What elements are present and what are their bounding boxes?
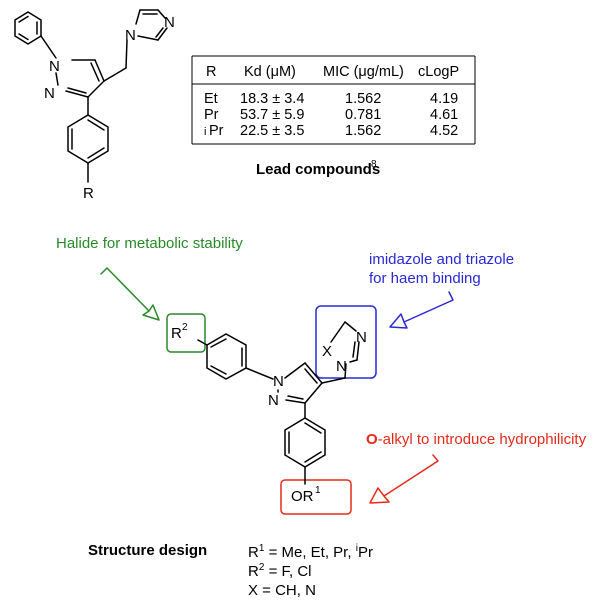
r2-definition-sup: 2 xyxy=(259,562,265,573)
design-atom-n4: N xyxy=(336,358,347,375)
table-cell-r-prefix: i xyxy=(204,126,206,138)
design-atom-x: X xyxy=(322,343,332,360)
haem-label-line2: for haem binding xyxy=(369,270,481,287)
design-atom-or1: OR xyxy=(291,488,314,505)
halide-arrow xyxy=(100,267,160,321)
haem-arrow xyxy=(389,291,454,329)
lead-linker xyxy=(103,39,128,82)
r2-highlight-box xyxy=(166,313,206,353)
design-definitions: R1 = Me, Et, Pr, iPr R2 = F, Cl X = CH, … xyxy=(248,543,373,599)
lead-atom-r: R xyxy=(83,185,94,202)
or1-highlight-box xyxy=(280,479,352,515)
lead-caption-ref: 8 xyxy=(371,159,377,170)
table-cell-r: Pr xyxy=(209,123,224,139)
haem-label-line1: imidazole and triazole xyxy=(369,251,514,268)
table-header-kd: Kd (μM) xyxy=(244,64,296,80)
table-cell-clogp: 4.19 xyxy=(430,91,458,107)
r2-definition-text: = F, Cl xyxy=(264,563,311,580)
table-cell-kd: 53.7 ± 5.9 xyxy=(240,107,304,123)
halide-label: Halide for metabolic stability xyxy=(56,235,243,252)
table-cell-mic: 1.562 xyxy=(345,91,381,107)
lead-atom-n1: N xyxy=(49,58,60,75)
lead-imidazole-ring xyxy=(135,9,168,41)
design-structure: R 2 N N xyxy=(171,321,367,505)
r2-definition-prefix: R xyxy=(248,563,259,580)
table-cell-r: Et xyxy=(204,91,218,107)
azole-highlight-box xyxy=(315,305,377,379)
r1-definition-tail: Pr xyxy=(358,544,373,561)
table-cell-mic: 1.562 xyxy=(345,123,381,139)
lead-atom-n3: N xyxy=(125,27,136,44)
x-definition: X = CH, N xyxy=(248,582,316,599)
design-title: Structure design xyxy=(88,542,207,559)
design-atom-or1-sup: 1 xyxy=(315,485,321,496)
r1-definition: R1 = Me, Et, Pr, iPr xyxy=(248,543,373,561)
table-header-r: R xyxy=(206,64,216,80)
design-azole-ring xyxy=(330,321,360,363)
design-phenyl-ring xyxy=(197,333,274,380)
oalkyl-label-rest: -alkyl to introduce hydrophilicity xyxy=(378,431,587,448)
table-header-clogp: cLogP xyxy=(418,64,459,80)
table-cell-r: Pr xyxy=(204,107,219,123)
lead-aryl-ring xyxy=(67,96,109,183)
table-cell-kd: 18.3 ± 3.4 xyxy=(240,91,304,107)
design-linker xyxy=(321,363,347,384)
design-atom-n3: N xyxy=(356,329,367,346)
table-cell-clogp: 4.52 xyxy=(430,123,458,139)
r2-definition: R2 = F, Cl xyxy=(248,562,312,580)
oalkyl-label-o: O xyxy=(366,431,378,448)
table-cell-mic: 0.781 xyxy=(345,107,381,123)
design-atom-r2-sup: 2 xyxy=(182,322,188,333)
lead-data-table xyxy=(191,55,476,145)
lead-structure: N N N N R xyxy=(14,9,175,202)
oalkyl-arrow xyxy=(369,454,439,504)
design-atom-n2: N xyxy=(268,392,279,409)
lead-pyrazole-ring xyxy=(55,59,105,98)
r1-definition-sup2: i xyxy=(356,543,358,554)
r1-definition-prefix: R xyxy=(248,544,259,561)
lead-atom-n2: N xyxy=(44,85,55,102)
r1-definition-sup: 1 xyxy=(259,543,265,554)
table-cell-kd: 22.5 ± 3.5 xyxy=(240,123,304,139)
r1-definition-text: = Me, Et, Pr, xyxy=(264,544,355,561)
design-pyrazole-ring xyxy=(277,362,323,404)
table-cell-clogp: 4.61 xyxy=(430,107,458,123)
design-aryl-ring xyxy=(284,402,326,485)
oalkyl-label: O-alkyl to introduce hydrophilicity xyxy=(366,431,587,448)
design-atom-n1: N xyxy=(273,373,284,390)
lead-atom-n4: N xyxy=(164,14,175,31)
lead-caption: Lead compounds xyxy=(256,161,380,178)
table-header-mic: MIC (μg/mL) xyxy=(323,64,404,80)
lead-phenyl-ring xyxy=(14,11,57,59)
design-atom-r2: R xyxy=(171,325,182,342)
